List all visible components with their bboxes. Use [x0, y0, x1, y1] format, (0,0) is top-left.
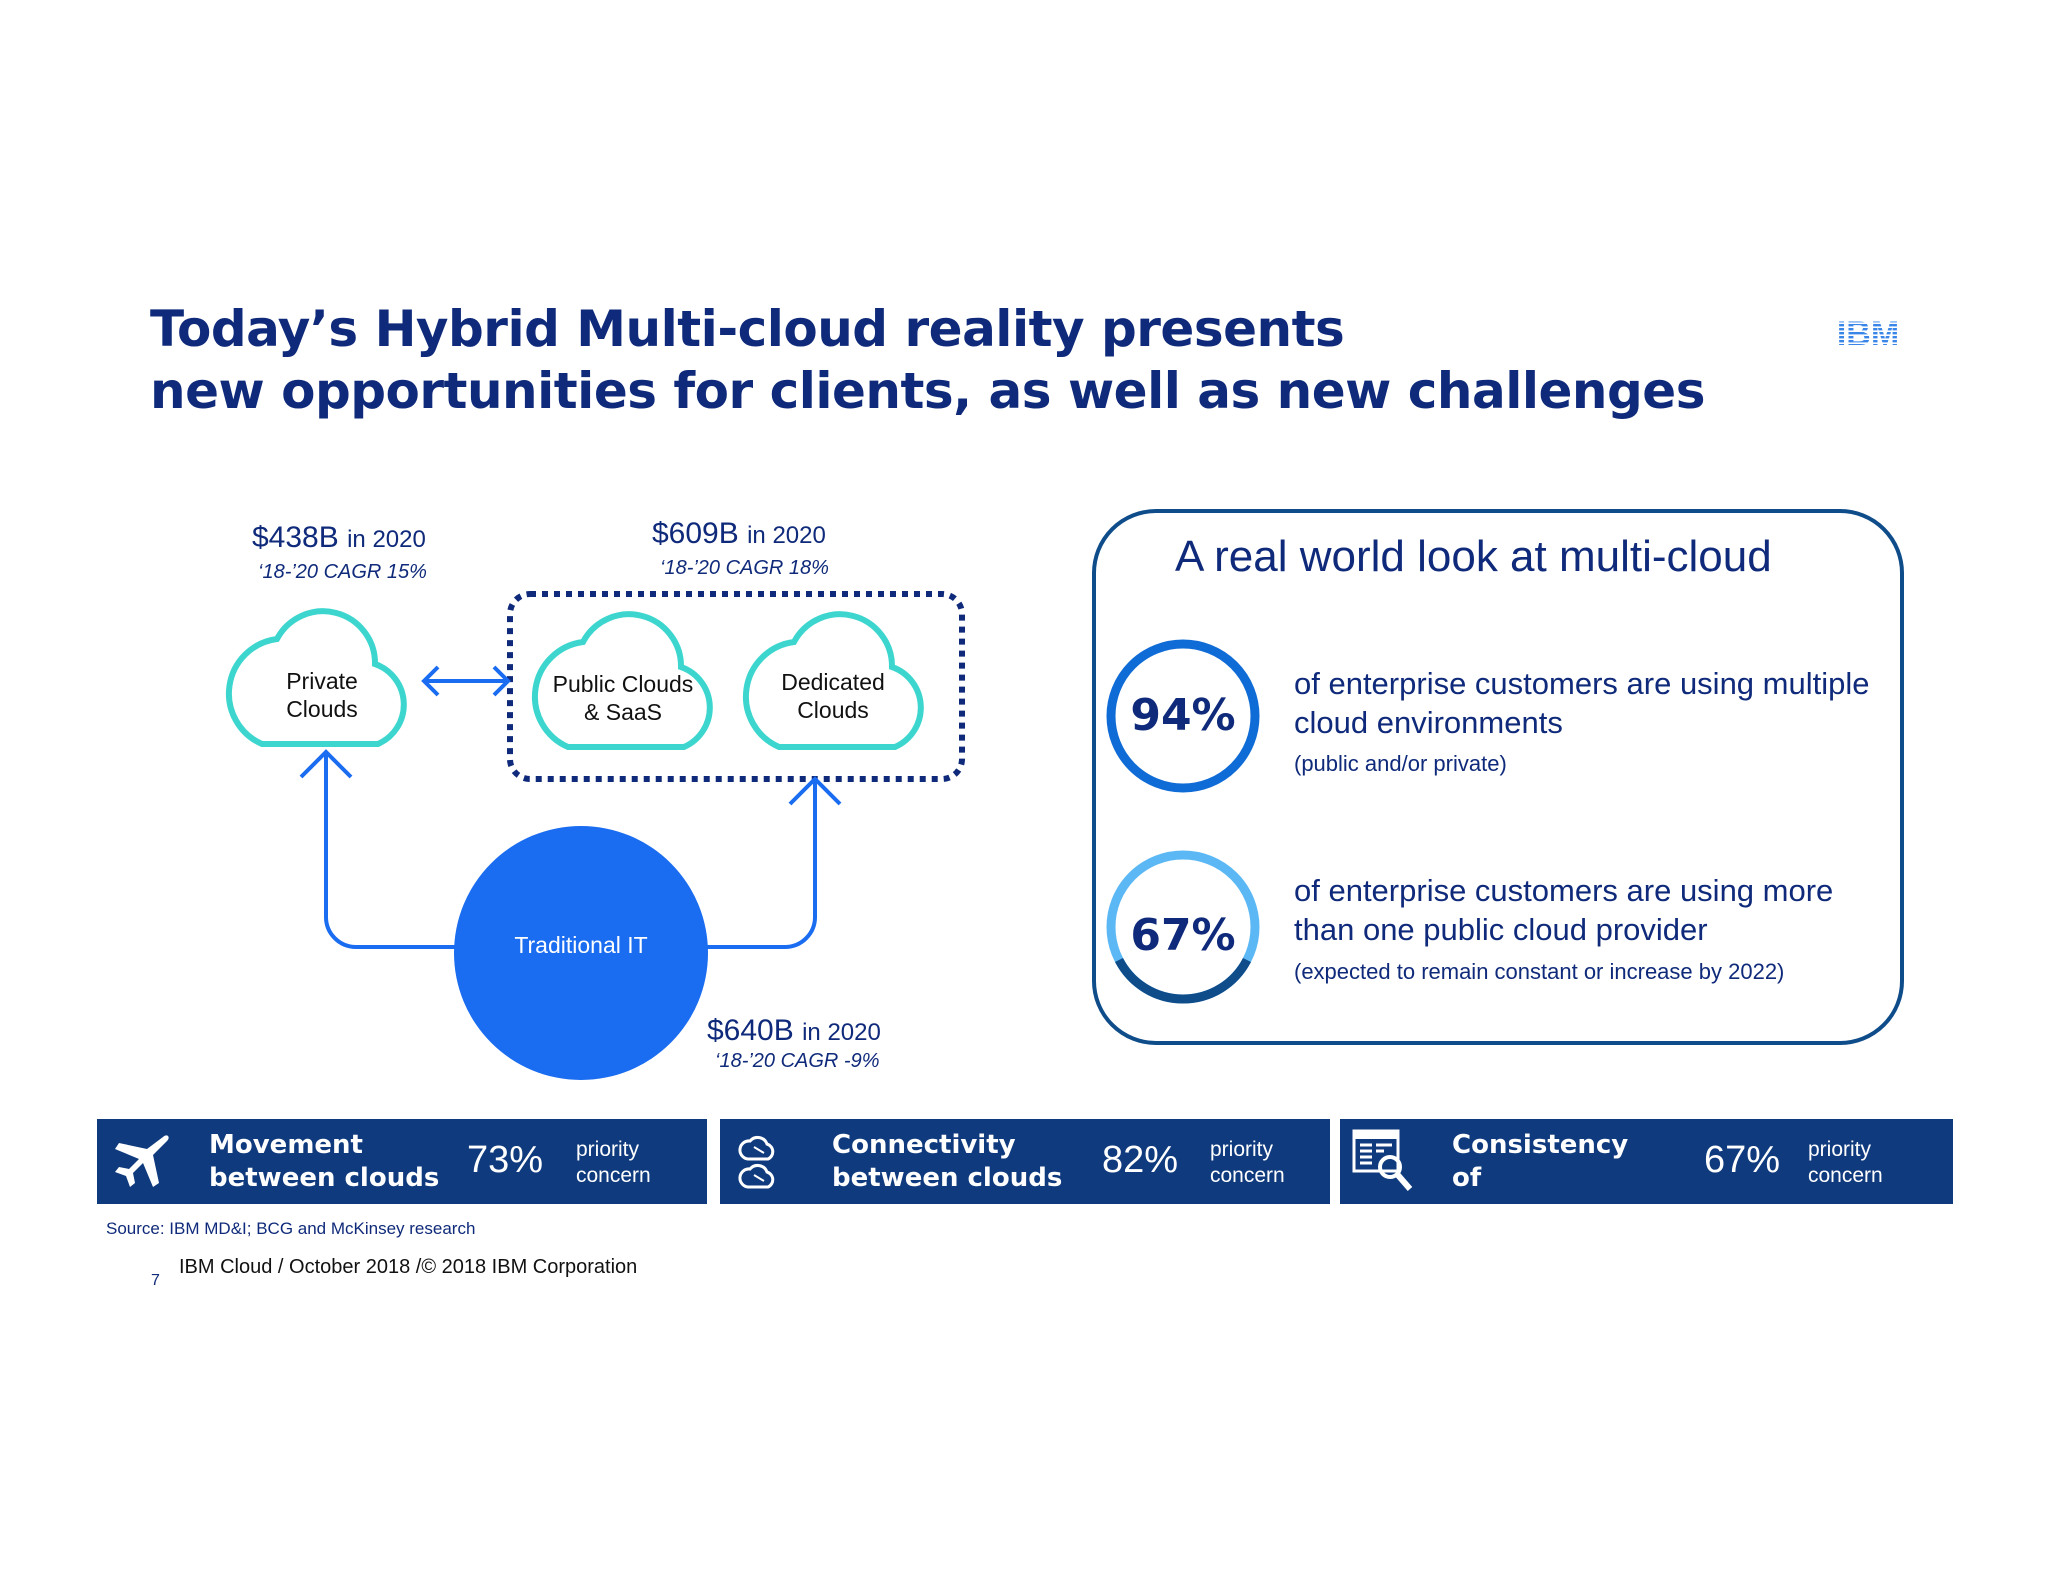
ibm-logo-text: IBM — [1837, 316, 1899, 348]
connector-arrow-right — [706, 776, 842, 949]
clouds-icon — [738, 1136, 775, 1189]
private-cloud-cagr: ‘18-’20 CAGR 15% — [258, 561, 427, 583]
document-search-icon — [1352, 1129, 1413, 1191]
traditional-it-value: $640B in 2020 — [707, 1014, 881, 1048]
challenge-band-consistency: Consistency of managemen 67% priority co… — [1340, 1119, 1953, 1226]
public-group-value: $609B in 2020 — [652, 517, 826, 551]
challenge-percent-consistency: 67% — [1704, 1139, 1781, 1181]
page-number: 7 — [151, 1272, 160, 1289]
public-group-cagr: ‘18-’20 CAGR 18% — [660, 557, 829, 579]
stat-value-94: 94% — [1130, 690, 1236, 741]
slide-title-line2: new opportunities for clients, as well a… — [150, 362, 1705, 420]
source-note: Source: IBM MD&I; BCG and McKinsey resea… — [106, 1219, 476, 1238]
dedicated-cloud-shape — [742, 611, 924, 750]
challenge-note-connectivity: priority concern — [1210, 1138, 1285, 1187]
stat-description-67: of enterprise customers are using more t… — [1294, 873, 1834, 947]
challenge-note-consistency: priority concern — [1808, 1138, 1883, 1187]
challenge-note-movement: priority concern — [576, 1138, 651, 1187]
ibm-logo: IBM — [1837, 316, 1899, 348]
challenge-label-movement: Movement between clouds — [209, 1130, 440, 1193]
connector-arrow-left — [299, 749, 456, 949]
challenge-percent-connectivity: 82% — [1102, 1139, 1179, 1181]
traditional-it-year: in 2020 — [802, 1019, 881, 1046]
slide-title-line1: Today’s Hybrid Multi-cloud reality prese… — [150, 300, 1345, 358]
slide-title: Today’s Hybrid Multi-cloud reality prese… — [150, 298, 1705, 422]
private-cloud-amount: $438B — [252, 521, 339, 554]
public-cloud-shape — [531, 611, 713, 750]
public-group-amount: $609B — [652, 517, 739, 550]
public-group-year: in 2020 — [747, 522, 826, 549]
stat-description-94: of enterprise customers are using multip… — [1294, 666, 1870, 740]
airplane-icon — [115, 1135, 169, 1187]
public-cloud-label: Public Clouds & SaaS — [552, 671, 694, 725]
traditional-it-cagr: ‘18-’20 CAGR -9% — [715, 1050, 880, 1072]
traditional-it-circle — [454, 826, 708, 1080]
bidirectional-arrow — [421, 665, 511, 697]
multi-cloud-panel — [1092, 509, 1904, 1045]
panel-title: A real world look at multi-cloud — [1175, 532, 1772, 581]
challenge-percent-movement: 73% — [467, 1139, 544, 1181]
traditional-it-label: Traditional IT — [514, 932, 648, 958]
challenge-label-consistency: Consistency of managemen — [1452, 1130, 1633, 1226]
stat-ring-67-arc — [1115, 957, 1251, 1004]
footer-text: IBM Cloud / October 2018 /© 2018 IBM Cor… — [179, 1256, 638, 1278]
stat-ring-94 — [1106, 639, 1260, 793]
stat-note-67: (expected to remain constant or increase… — [1294, 959, 1785, 984]
stat-note-94: (public and/or private) — [1294, 751, 1507, 776]
dedicated-cloud-label: Dedicated Clouds — [781, 669, 885, 723]
private-cloud-year: in 2020 — [347, 526, 426, 553]
private-cloud-value: $438B in 2020 — [252, 521, 426, 555]
public-dedicated-group-box — [507, 591, 965, 782]
challenge-band-connectivity: Connectivity between clouds 82% priority… — [720, 1119, 1330, 1204]
challenge-band-movement: Movement between clouds 73% priority con… — [97, 1119, 707, 1204]
stat-value-67: 67% — [1130, 910, 1236, 961]
private-cloud-shape — [225, 608, 407, 747]
traditional-it-amount: $640B — [707, 1014, 794, 1047]
private-cloud-label: Private Clouds — [286, 668, 358, 722]
challenge-label-connectivity: Connectivity between clouds — [832, 1130, 1063, 1193]
